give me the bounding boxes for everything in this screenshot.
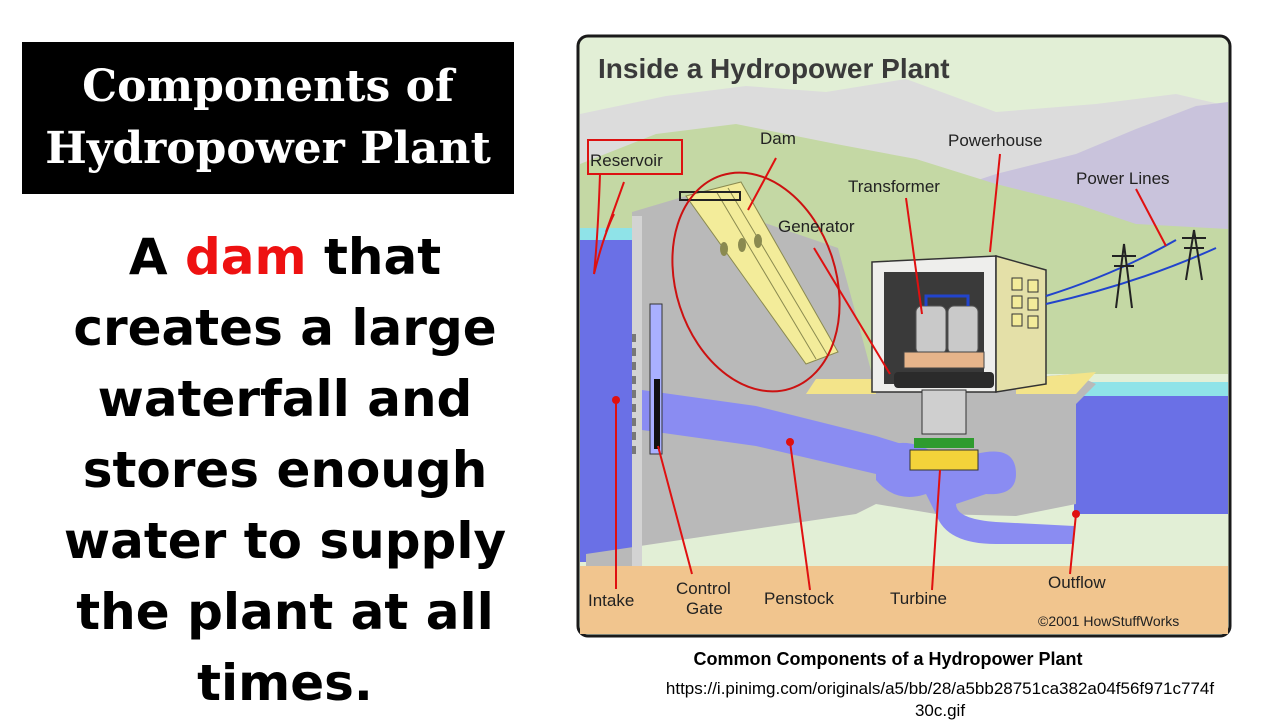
wicket-gate <box>914 438 974 448</box>
control-gate <box>654 379 660 449</box>
diagram-title: Inside a Hydropower Plant <box>598 53 950 84</box>
source-url-line-2[interactable]: 30c.gif <box>914 701 966 720</box>
body-text-pre: A <box>128 228 185 286</box>
label-penstock: Penstock <box>764 589 834 608</box>
transmission-tower <box>1112 243 1136 309</box>
diagram-copyright: ©2001 HowStuffWorks <box>1038 613 1179 629</box>
powerhouse-windows <box>1011 277 1039 329</box>
dam-face <box>685 181 839 365</box>
slide-body-text: A dam that creates a large waterfall and… <box>30 222 540 719</box>
label-transformer: Transformer <box>848 177 940 196</box>
penstock-pipe <box>642 390 921 480</box>
source-url[interactable]: https://i.pinimg.com/originals/a5/bb/28/… <box>610 678 1270 722</box>
label-control-gate-line-1: Control <box>676 579 731 598</box>
label-turbine: Turbine <box>890 589 947 608</box>
source-url-line-1[interactable]: https://i.pinimg.com/originals/a5/bb/28/… <box>665 679 1215 698</box>
dam-annotation-circle <box>671 171 841 393</box>
label-control-gate-line-2: Gate <box>686 599 723 618</box>
dam-railing <box>679 191 741 201</box>
turbine-runner <box>909 449 979 471</box>
reservoir-water <box>580 232 640 562</box>
reservoir-annotation-stroke <box>593 173 615 275</box>
slide-title-line-1: Components of <box>82 61 454 112</box>
dam-port <box>720 242 728 256</box>
outflow-surface <box>1074 382 1228 396</box>
label-dam: Dam <box>760 129 796 148</box>
reservoir-surface <box>580 228 640 240</box>
label-reservoir: Reservoir <box>590 151 663 170</box>
outflow-water <box>1074 394 1228 514</box>
label-generator: Generator <box>778 217 855 236</box>
turbine-shaft <box>921 389 967 435</box>
generator-rotor <box>894 372 994 388</box>
dam-port <box>738 238 746 252</box>
pointer-lines <box>605 153 1167 591</box>
slide-title-line-2: Hydropower Plant <box>45 123 491 174</box>
dam-face-line <box>727 187 829 357</box>
label-intake: Intake <box>588 591 634 610</box>
generator-housing <box>903 351 985 369</box>
ledge-left <box>806 379 876 394</box>
hydropower-diagram: Inside a Hydropower Plant Reservoir Dam … <box>576 34 1232 638</box>
slide-title: Components of Hydropower Plant <box>22 42 514 194</box>
label-power-lines: Power Lines <box>1076 169 1170 188</box>
diagram-caption: Common Components of a Hydropower Plant <box>693 649 1083 669</box>
dam-port <box>754 234 762 248</box>
body-text-post: that creates a large waterfall and store… <box>63 228 507 712</box>
power-line <box>1045 247 1217 305</box>
body-highlight-dam: dam <box>184 228 307 286</box>
transmission-tower <box>1182 229 1206 281</box>
power-line <box>1045 239 1177 297</box>
reservoir-annotation-box <box>587 139 683 175</box>
label-powerhouse: Powerhouse <box>948 131 1043 150</box>
pointer-dots <box>612 396 1080 518</box>
dam-inner-wall <box>632 216 642 576</box>
ground-sand <box>580 566 1228 634</box>
dam-face-line <box>715 190 817 360</box>
transformer-coils <box>915 294 979 355</box>
label-outflow: Outflow <box>1048 573 1106 592</box>
